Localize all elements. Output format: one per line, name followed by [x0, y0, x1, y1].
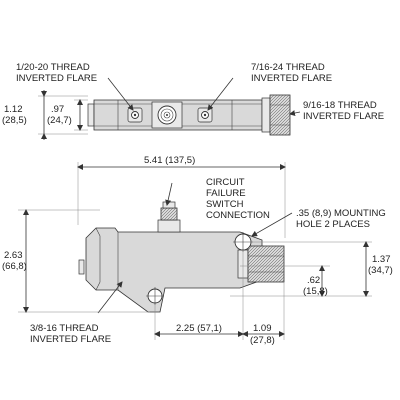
top-left-thread-line1: 1/20-20 THREAD	[16, 62, 90, 73]
dim-right-height-line1: 1.37	[372, 254, 391, 265]
dim-width-overall: 5.41 (137,5)	[144, 155, 195, 166]
top-right-collar	[261, 97, 271, 133]
switch-label-line4: CONNECTION	[206, 210, 270, 221]
top-view	[38, 77, 301, 140]
dim-height-inner-top-line1: .97	[51, 104, 64, 115]
mounting-hole-line1: .35 (8,9) MOUNTING	[296, 208, 386, 219]
front-body	[85, 227, 263, 313]
switch-label-line2: FAILURE	[206, 188, 246, 199]
dim-right-stub-line2: (27,8)	[250, 335, 275, 346]
dim-right-offset-line1: .62	[307, 275, 320, 286]
top-left-nub	[87, 103, 95, 127]
top-right-thread-line1: 9/16-18 THREAD	[303, 100, 377, 111]
switch-tip	[162, 201, 176, 209]
bottom-left-thread-line1: 3/8-16 THREAD	[30, 323, 99, 334]
top-right-thread-line2: INVERTED FLARE	[303, 111, 384, 122]
dim-right-offset-line2: (15,8)	[303, 286, 328, 297]
dim-height-top-line1: 1.12	[4, 104, 23, 115]
top-mid-thread-line1: 7/16-24 THREAD	[251, 62, 325, 73]
top-mid-thread-line2: INVERTED FLARE	[251, 73, 332, 84]
dim-height-top-line2: (28,5)	[2, 115, 27, 126]
dim-right-stub-line1: 1.09	[253, 323, 272, 334]
dim-height-side-line2: (66,8)	[2, 261, 27, 272]
dim-height-inner-top-line2: (24,7)	[47, 115, 72, 126]
dim-height-side-line1: 2.63	[4, 250, 23, 261]
top-left-thread-line2: INVERTED FLARE	[16, 73, 97, 84]
bottom-left-thread-line2: INVERTED FLARE	[30, 334, 111, 345]
front-left-nub	[78, 259, 85, 275]
dim-right-height-line2: (34,7)	[368, 265, 393, 276]
switch-label-line1: CIRCUIT	[206, 177, 245, 188]
switch-label-line3: SWITCH	[206, 199, 244, 210]
dim-hole-spacing: 2.25 (57,1)	[176, 323, 222, 334]
front-view	[18, 162, 372, 340]
mounting-hole-line2: HOLE 2 PLACES	[296, 219, 370, 230]
switch-base	[157, 219, 181, 233]
